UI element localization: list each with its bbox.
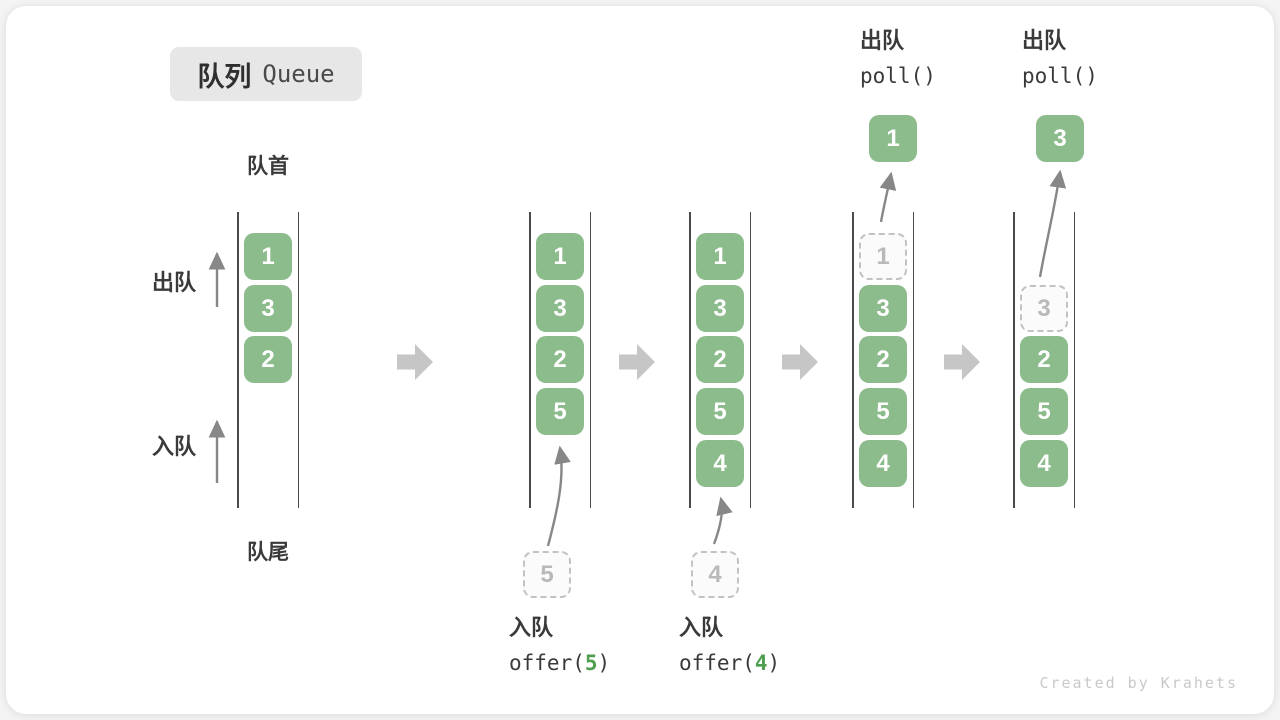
queue-element: 5 (859, 388, 907, 435)
queue-wall (589, 212, 591, 508)
queue-wall (237, 212, 239, 508)
enqueue-5-arrow-icon (546, 445, 571, 547)
dequeue-3-arrow-icon (1038, 169, 1067, 278)
dequeue-op-code: poll() (860, 64, 936, 88)
dequeue-op-caption: 出队 poll() (1022, 28, 1098, 89)
enqueue-op-label: 入队 (679, 615, 724, 640)
queue-element: 5 (1020, 388, 1068, 435)
queue-element: 2 (859, 336, 907, 383)
queue-wall (749, 212, 751, 508)
queue-element: 4 (1020, 440, 1068, 487)
queue-wall (1013, 212, 1015, 508)
queue-wall (912, 212, 914, 508)
queue-state-1: 1 3 2 (237, 212, 299, 508)
dequeue-side-label: 出队 (152, 270, 197, 295)
queue-element-removed: 1 (859, 233, 907, 280)
title-badge: 队列 Queue (170, 47, 362, 101)
pending-enqueue-box: 5 (523, 551, 571, 598)
queue-state-2: 1 3 2 5 (529, 212, 591, 508)
next-state-arrow-icon (397, 344, 433, 380)
queue-wall (529, 212, 531, 508)
pending-enqueue-box: 4 (691, 551, 739, 598)
queue-element: 1 (536, 233, 584, 280)
code-suffix: ) (767, 651, 781, 675)
enqueue-side-label: 入队 (152, 434, 197, 459)
queue-element: 4 (696, 440, 744, 487)
queue-element: 1 (244, 233, 292, 280)
queue-element: 3 (536, 285, 584, 332)
dequeued-value-box: 3 (1036, 115, 1084, 162)
queue-element: 5 (696, 388, 744, 435)
queue-element: 3 (859, 285, 907, 332)
dequeued-value-box: 1 (869, 115, 917, 162)
queue-state-3: 1 3 2 5 4 (689, 212, 751, 508)
enqueue-op-code: offer(4) (679, 650, 780, 676)
queue-element: 2 (244, 336, 292, 383)
enqueue-op-caption: 入队 offer(4) (679, 615, 780, 676)
next-state-arrow-icon (782, 344, 818, 380)
next-state-arrow-icon (619, 344, 655, 380)
queue-wall (852, 212, 854, 508)
code-arg: 5 (584, 651, 598, 675)
enqueue-4-arrow-icon (712, 496, 733, 545)
enqueue-op-label: 入队 (509, 615, 554, 640)
queue-state-4: 1 3 2 5 4 (852, 212, 914, 508)
dequeue-op-label: 出队 (860, 28, 905, 53)
next-state-arrow-icon (944, 344, 980, 380)
queue-wall (297, 212, 299, 508)
code-arg: 4 (754, 651, 768, 675)
dequeue-op-label: 出队 (1022, 28, 1067, 53)
queue-element: 5 (536, 388, 584, 435)
queue-wall (689, 212, 691, 508)
queue-element: 2 (1020, 336, 1068, 383)
queue-element: 1 (696, 233, 744, 280)
dequeue-op-code: poll() (1022, 64, 1098, 88)
code-prefix: offer( (509, 651, 585, 675)
watermark-credit: Created by Krahets (1039, 674, 1238, 692)
queue-front-label: 队首 (247, 155, 289, 178)
code-suffix: ) (597, 651, 611, 675)
queue-element: 3 (696, 285, 744, 332)
dequeue-op-caption: 出队 poll() (860, 28, 936, 89)
title-en: Queue (262, 60, 335, 88)
queue-rear-label: 队尾 (247, 541, 289, 564)
queue-element: 3 (244, 285, 292, 332)
enqueue-op-code: offer(5) (509, 650, 610, 676)
dequeue-1-arrow-icon (879, 171, 897, 223)
queue-element: 2 (696, 336, 744, 383)
title-zh: 队列 (197, 61, 252, 92)
queue-element-removed: 3 (1020, 285, 1068, 332)
queue-wall (1073, 212, 1075, 508)
queue-element: 4 (859, 440, 907, 487)
enqueue-op-caption: 入队 offer(5) (509, 615, 610, 676)
code-prefix: offer( (679, 651, 755, 675)
queue-state-5: 3 2 5 4 (1013, 212, 1075, 508)
queue-element: 2 (536, 336, 584, 383)
